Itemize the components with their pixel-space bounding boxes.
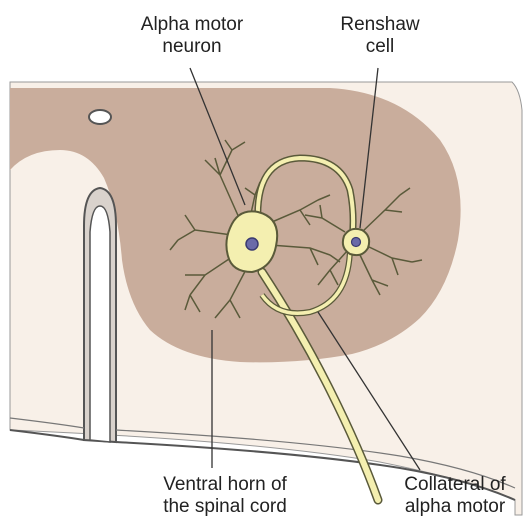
label-ventral-line1: Ventral horn of [150, 474, 300, 496]
label-renshaw-cell: Renshaw cell [330, 14, 430, 58]
alpha-nucleus [246, 238, 258, 250]
label-ventral-horn: Ventral horn of the spinal cord [150, 474, 300, 518]
label-alpha-motor-neuron: Alpha motor neuron [123, 14, 261, 58]
label-renshaw-line2: cell [330, 36, 430, 58]
label-ventral-line2: the spinal cord [150, 496, 300, 518]
label-renshaw-line1: Renshaw [330, 14, 430, 36]
renshaw-nucleus [352, 238, 361, 247]
label-collateral-line2: alpha motor [392, 496, 518, 518]
median-fissure [90, 206, 110, 442]
label-alpha-line1: Alpha motor [123, 14, 261, 36]
label-alpha-line2: neuron [123, 36, 261, 58]
central-canal [89, 110, 111, 124]
label-collateral: Collateral of alpha motor [392, 474, 518, 518]
label-collateral-line1: Collateral of [392, 474, 518, 496]
